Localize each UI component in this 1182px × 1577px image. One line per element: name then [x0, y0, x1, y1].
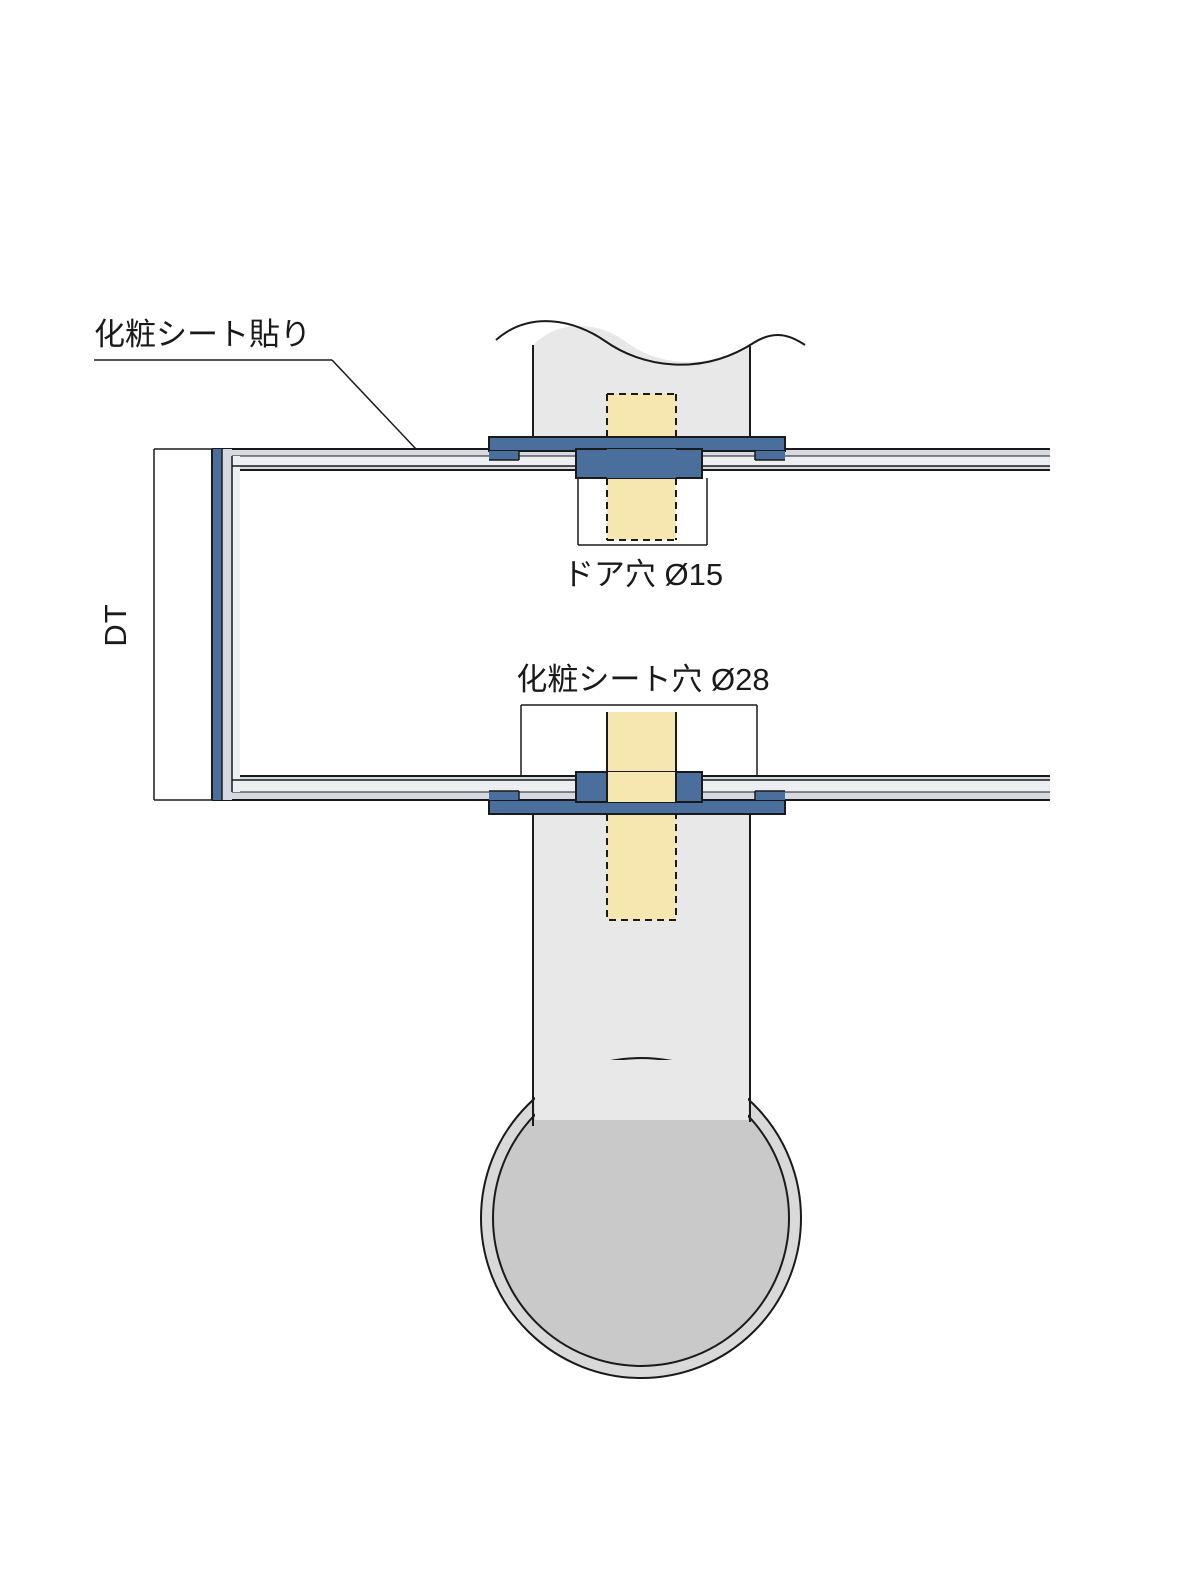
sheet-finish-leader-line: [331, 359, 417, 450]
lower-rose-plate-group: [488, 771, 786, 815]
upper-shaft-group: [495, 320, 806, 452]
lower-brass-spindle: [607, 712, 676, 920]
upper-rose-overlay: [575, 448, 703, 479]
door-thickness-label: DT: [98, 603, 133, 646]
door-left-edge-blue: [212, 449, 222, 800]
upper-shaft-break-line: [495, 320, 806, 366]
door-hole-dimension-group: ドア穴 Ø15: [563, 478, 723, 592]
door-left-edge-inner: [232, 456, 240, 792]
upper-rose-step-left: [489, 451, 519, 460]
lower-brass-hidden-outline: [606, 802, 677, 921]
sheet-finish-annotation-group: 化粧シート貼り: [94, 317, 417, 450]
door-hole-dimension-label: ドア穴 Ø15: [563, 557, 723, 592]
sheet-hole-dimension-label: 化粧シート穴 Ø28: [516, 662, 769, 697]
lower-rose-step-left: [489, 791, 519, 800]
lower-brass-spindle-group: [606, 712, 677, 921]
upper-brass-through-upper: [607, 449, 676, 478]
lower-brass-through-hub: [607, 772, 676, 802]
sheet-finish-label: 化粧シート貼り: [94, 317, 311, 352]
upper-rose-step-right: [755, 451, 785, 460]
door-thickness-dimension-group: DT: [98, 448, 212, 801]
door-left-edge-panel: [222, 449, 232, 800]
sheet-hole-dimension-group: 化粧シート穴 Ø28: [516, 662, 770, 800]
knob-group: [480, 1057, 802, 1379]
lower-shaft-junction-fill: [535, 1060, 748, 1120]
upper-shaft-body: [533, 325, 750, 449]
lower-rose-step-right: [755, 791, 785, 800]
lower-shaft-knob-junction: [532, 1060, 751, 1126]
